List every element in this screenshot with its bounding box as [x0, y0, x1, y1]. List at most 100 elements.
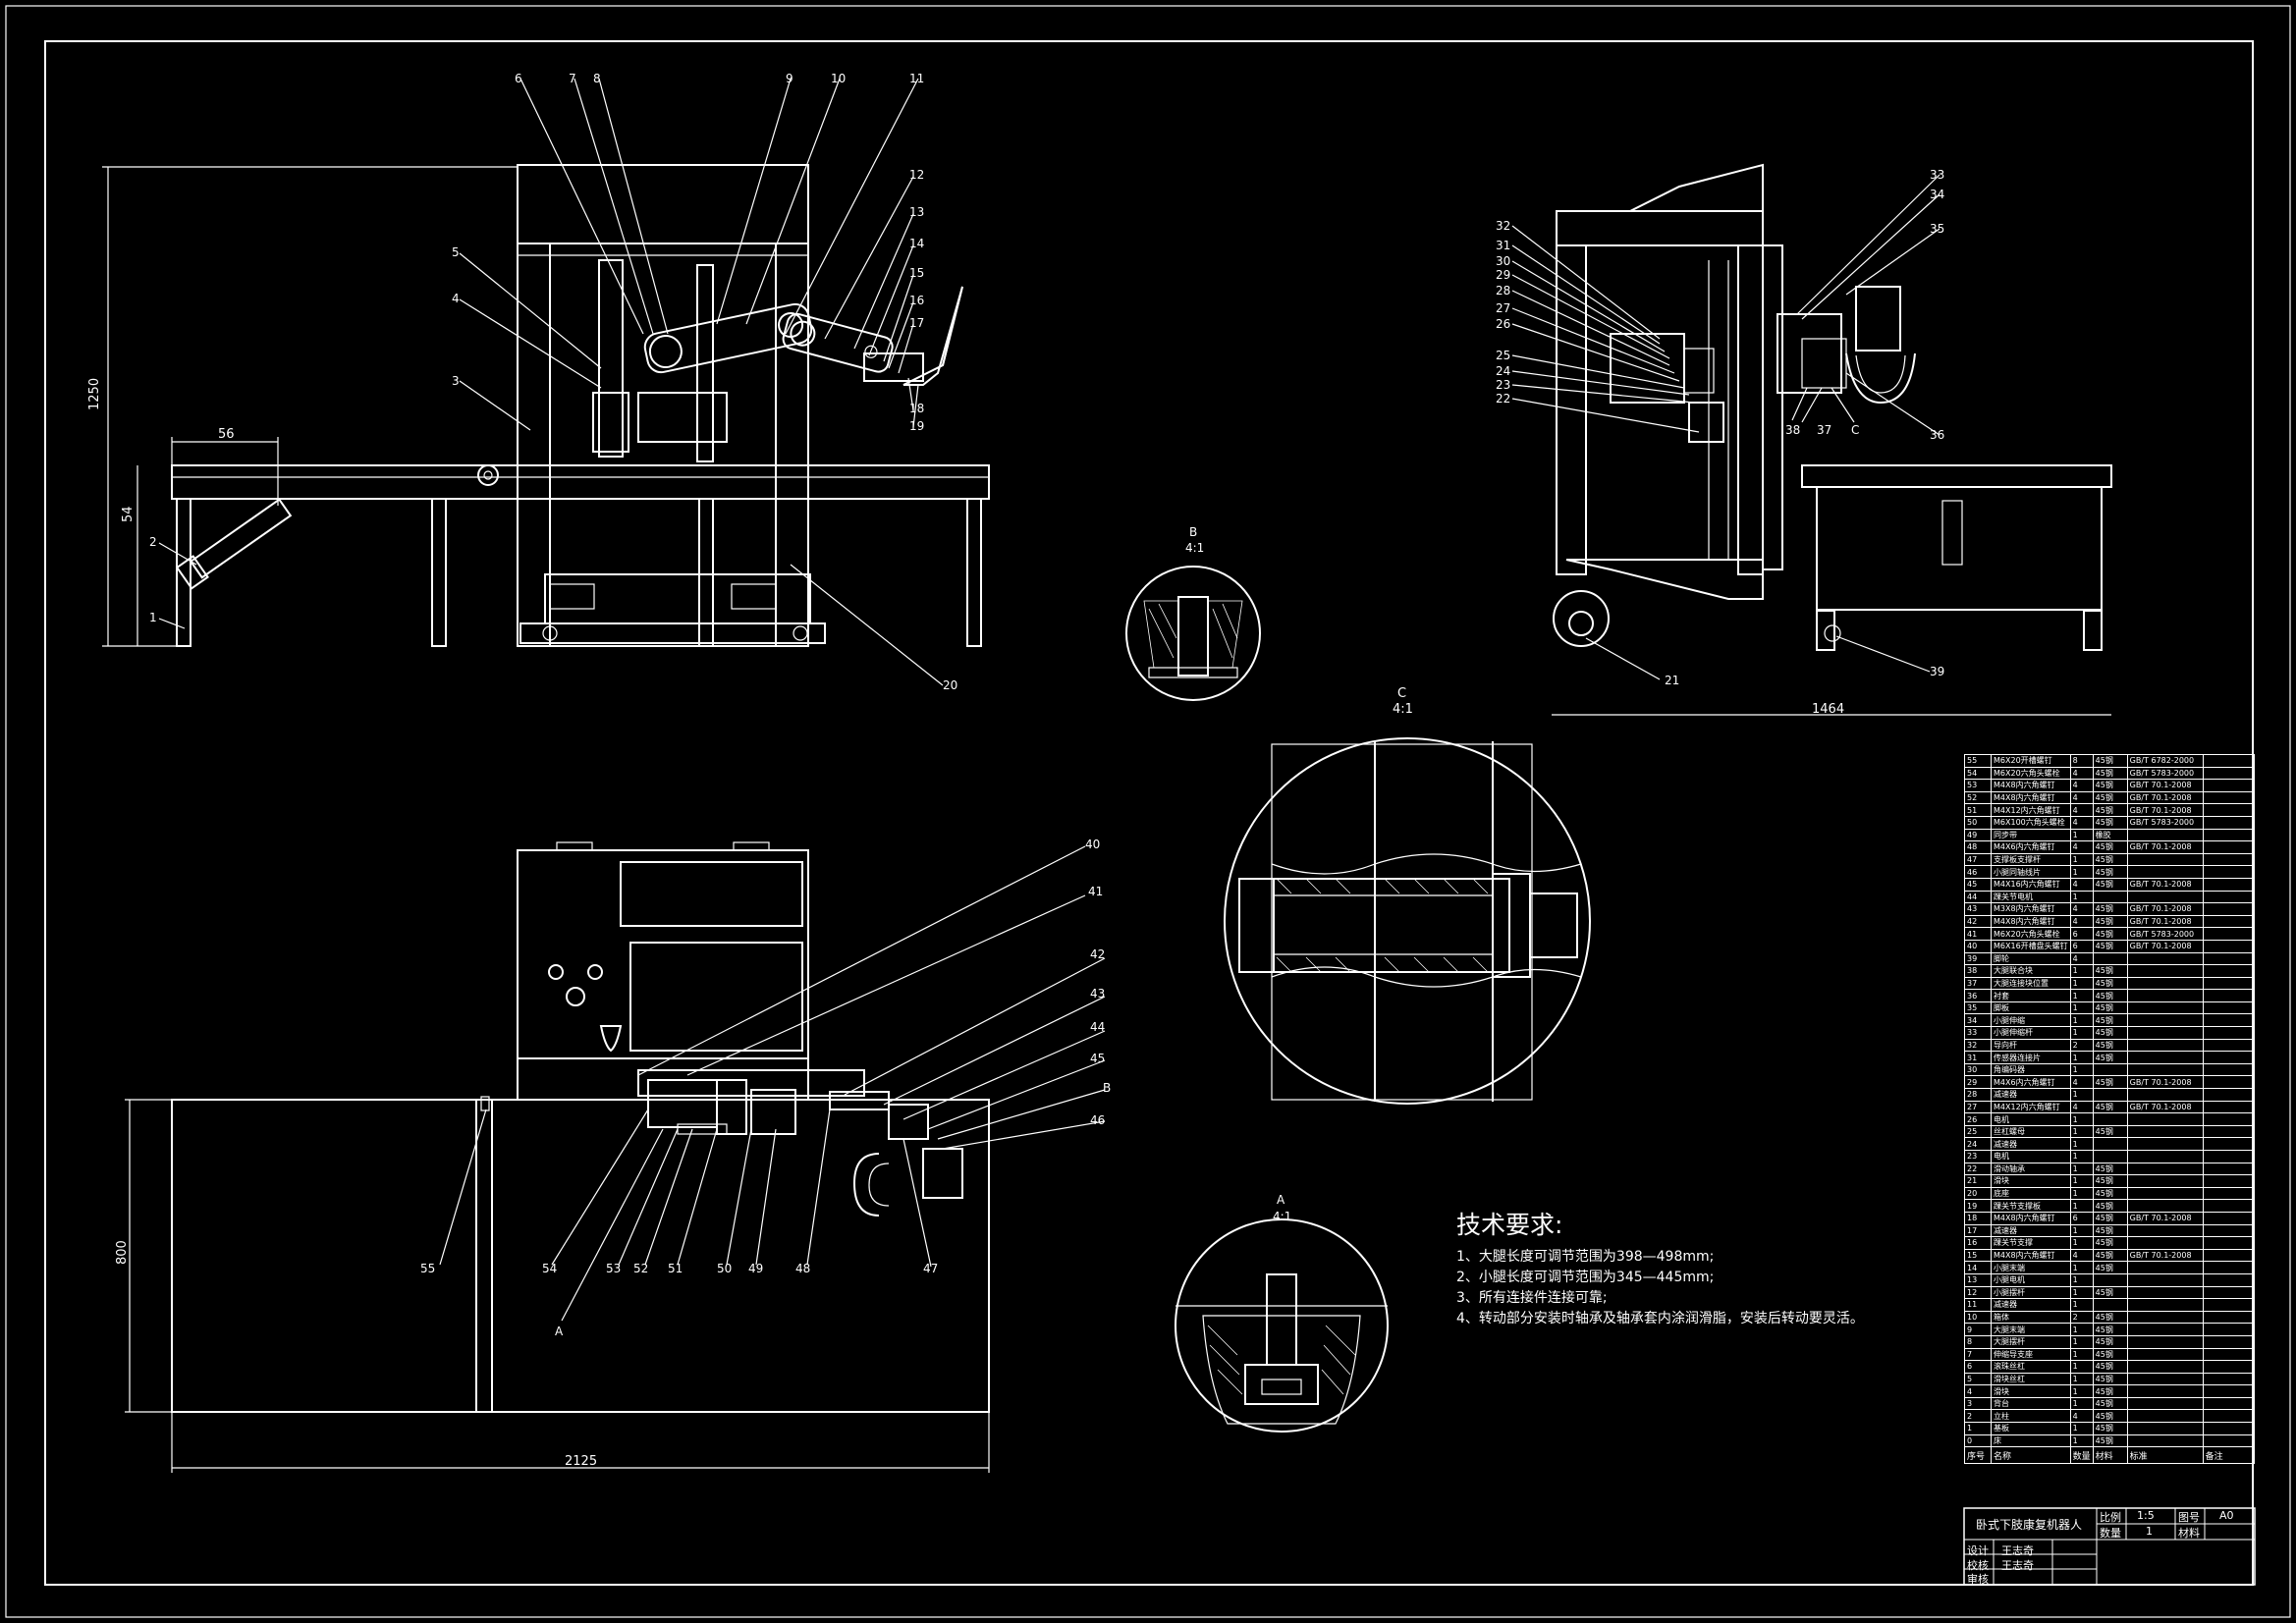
top-dim-height: 800 — [115, 1240, 130, 1265]
callout-3: 3 — [452, 374, 460, 388]
bom-cell-name: 大腿联合块 — [1991, 964, 2071, 978]
bom-cell-material: 45钢 — [2092, 1174, 2128, 1188]
bom-cell-standard: GB/T 70.1-2008 — [2126, 1100, 2204, 1114]
bom-cell-qty: 1 — [2069, 890, 2094, 904]
callout-41: 41 — [1088, 885, 1103, 898]
bom-cell-remark — [2202, 902, 2256, 916]
bom-cell-material: 45钢 — [2092, 1001, 2128, 1015]
bom-cell-standard — [2126, 1150, 2204, 1163]
callout-a: A — [555, 1325, 564, 1338]
bom-cell-remark — [2202, 1434, 2256, 1448]
callout-c: C — [1851, 423, 1859, 437]
bom-cell-qty: 1 — [2069, 828, 2094, 842]
bom-cell-name: 床 — [1991, 1434, 2071, 1448]
bom-cell-material: 45钢 — [2092, 1199, 2128, 1213]
bom-cell-material: 45钢 — [2092, 1347, 2128, 1362]
bom-cell-material: 45钢 — [2092, 1211, 2128, 1225]
bom-cell-material: 45钢 — [2092, 1409, 2128, 1424]
bom-cell-material: 45钢 — [2092, 852, 2128, 867]
bom-cell-remark — [2202, 890, 2256, 904]
technical-requirements: 技术要求: 1、大腿长度可调节范围为398—498mm; 2、小腿长度可调节范围… — [1456, 1206, 1967, 1329]
bom-cell-material: 45钢 — [2092, 1100, 2128, 1114]
bom-cell-material: 45钢 — [2092, 902, 2128, 916]
bom-cell-standard — [2126, 1396, 2204, 1411]
bom-cell-standard — [2126, 1051, 2204, 1064]
callout-38: 38 — [1785, 423, 1800, 437]
bom-cell-remark — [2202, 790, 2256, 805]
bom-cell-material — [2092, 951, 2128, 966]
bom-cell-qty: 6 — [2069, 1211, 2094, 1225]
detail-c-scale: 4:1 — [1393, 702, 1413, 717]
bom-cell-standard: GB/T 70.1-2008 — [2126, 790, 2204, 805]
bom-cell-name: 滚珠丝杠 — [1991, 1360, 2071, 1374]
bom-cell-standard: GB/T 70.1-2008 — [2126, 902, 2204, 916]
bom-cell-standard — [2126, 890, 2204, 904]
bom-cell-material: 45钢 — [2092, 1124, 2128, 1139]
bom-cell-no: 27 — [1964, 1100, 1992, 1114]
bom-cell-remark — [2202, 1236, 2256, 1250]
bom-header-standard: 标准 — [2126, 1446, 2204, 1465]
bom-cell-material: 45钢 — [2092, 1384, 2128, 1398]
bom-cell-remark — [2202, 1261, 2256, 1274]
callout-13: 13 — [909, 205, 924, 219]
bom-cell-qty: 1 — [2069, 989, 2094, 1002]
bom-cell-name: 踝关节支撑 — [1991, 1236, 2071, 1250]
callout-11: 11 — [909, 72, 924, 85]
callout-21: 21 — [1665, 674, 1679, 687]
bom-cell-name: M4X6内六角螺钉 — [1991, 1075, 2071, 1090]
bom-cell-remark — [2202, 840, 2256, 854]
bom-cell-no: 31 — [1964, 1051, 1992, 1064]
bom-cell-name: 减速器 — [1991, 1298, 2071, 1312]
bom-cell-material: 45钢 — [2092, 766, 2128, 781]
bom-cell-no: 2 — [1964, 1409, 1992, 1424]
bom-cell-remark — [2202, 1001, 2256, 1015]
bom-cell-standard — [2126, 1038, 2204, 1053]
callout-16: 16 — [909, 294, 924, 307]
bom-cell-no: 11 — [1964, 1298, 1992, 1312]
bom-cell-standard — [2126, 1137, 2204, 1151]
bom-cell-name: 大腿末端 — [1991, 1323, 2071, 1336]
sheet-label: 图号 — [2178, 1511, 2200, 1524]
bom-cell-qty: 4 — [2069, 766, 2094, 781]
callout-23: 23 — [1496, 378, 1510, 392]
bom-cell-standard — [2126, 1434, 2204, 1448]
bom-cell-no: 55 — [1964, 754, 1992, 768]
bom-cell-remark — [2202, 828, 2256, 842]
bom-cell-material: 45钢 — [2092, 840, 2128, 854]
callout-20: 20 — [943, 678, 957, 692]
bom-cell-standard — [2126, 1409, 2204, 1424]
bom-cell-standard — [2126, 1347, 2204, 1362]
bom-cell-name: 大腿摆杆 — [1991, 1334, 2071, 1349]
bom-cell-name: M6X20开槽螺钉 — [1991, 754, 2071, 768]
bom-cell-standard — [2126, 1186, 2204, 1201]
bom-cell-no: 47 — [1964, 852, 1992, 867]
check-label: 校核 — [1967, 1559, 1989, 1572]
detail-b-scale: 4:1 — [1185, 541, 1204, 555]
callout-27: 27 — [1496, 301, 1510, 315]
bom-cell-qty: 1 — [2069, 1124, 2094, 1139]
bom-cell-name: M6X20六角头螺栓 — [1991, 927, 2071, 941]
bom-cell-no: 17 — [1964, 1223, 1992, 1238]
callout-33: 33 — [1930, 168, 1944, 182]
bom-cell-qty: 1 — [2069, 1223, 2094, 1238]
tech-item-2: 2、小腿长度可调节范围为345—445mm; — [1456, 1270, 1715, 1285]
bom-cell-remark — [2202, 865, 2256, 879]
bom-cell-standard — [2126, 1062, 2204, 1077]
bom-cell-material: 45钢 — [2092, 1038, 2128, 1053]
bom-cell-material: 45钢 — [2092, 754, 2128, 768]
callout-35: 35 — [1930, 222, 1944, 236]
bom-cell-qty: 8 — [2069, 754, 2094, 768]
bom-cell-qty: 1 — [2069, 1088, 2094, 1102]
bom-cell-remark — [2202, 766, 2256, 781]
bom-cell-remark — [2202, 1223, 2256, 1238]
bom-cell-material: 45钢 — [2092, 865, 2128, 879]
bom-cell-standard: GB/T 70.1-2008 — [2126, 840, 2204, 854]
